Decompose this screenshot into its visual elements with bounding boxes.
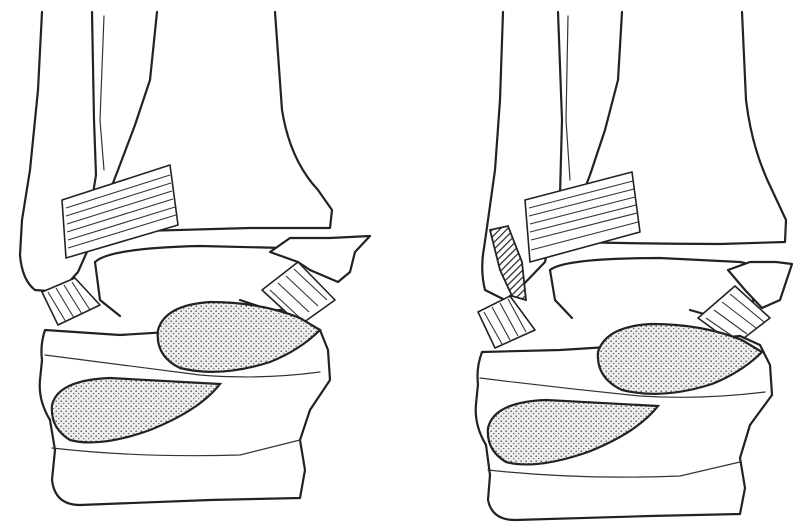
- fracture-fragment-right: [490, 226, 526, 300]
- ankle-right-panel: [476, 12, 792, 520]
- lateral-ligament-right: [478, 296, 535, 348]
- tibiofibular-ligament-right: [525, 172, 640, 262]
- tibiofibular-ligament-left: [62, 165, 178, 258]
- ankle-left-panel: [20, 12, 370, 505]
- interosseous-border-right: [566, 16, 570, 180]
- interosseous-border-left: [100, 16, 104, 170]
- lateral-ligament-left: [42, 278, 100, 325]
